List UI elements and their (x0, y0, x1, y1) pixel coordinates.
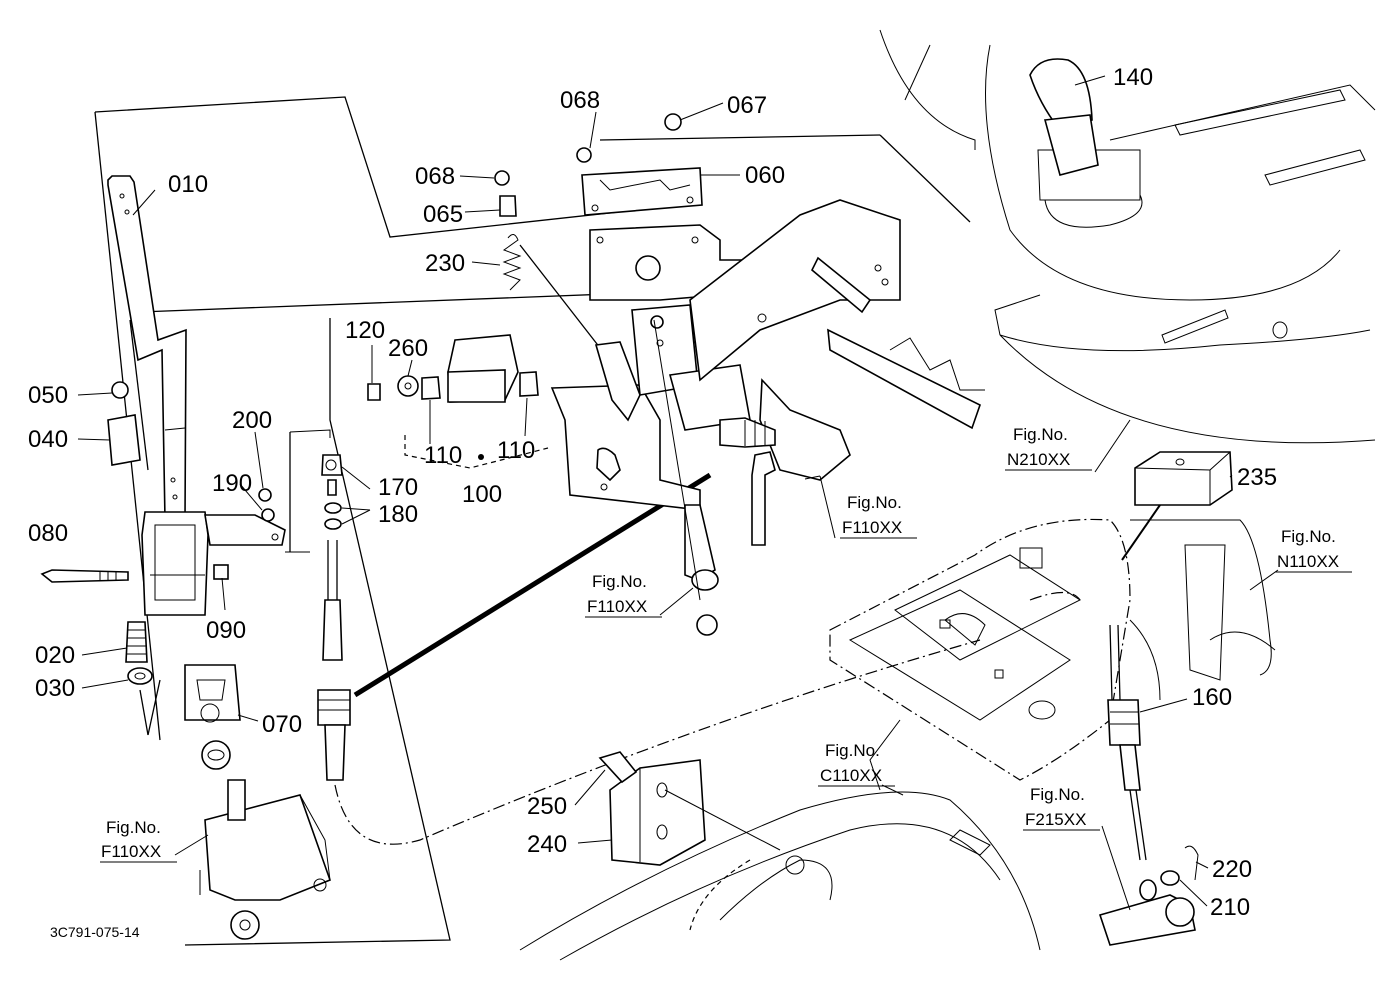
label-235: 235 (1237, 464, 1277, 491)
fig-ref-n110: N110XX (1277, 552, 1339, 571)
label-068-top: 068 (560, 87, 600, 114)
console-housing (879, 29, 1376, 444)
bracket-240 (598, 751, 781, 866)
label-200: 200 (232, 407, 272, 434)
label-060: 060 (745, 162, 785, 189)
figure-references: Fig.No. N210XX Fig.No. F110XX Fig.No. F1… (101, 425, 1339, 861)
part-labels: 010 140 068 067 068 060 065 230 120 260 … (28, 64, 1277, 921)
label-110-right: 110 (497, 437, 535, 464)
label-110-left: 110 (424, 442, 462, 469)
boundary-lines (94, 96, 971, 946)
main-bracket (550, 199, 985, 636)
fig-underlines (100, 469, 1352, 863)
label-050: 050 (28, 382, 68, 409)
fig-caption-f110-left: Fig.No. (106, 818, 161, 837)
fasteners-left (40, 381, 275, 736)
fig-ref-f110-left: F110XX (101, 842, 161, 861)
label-230: 230 (425, 250, 465, 277)
fig-caption-f215: Fig.No. (1030, 785, 1085, 804)
detent-assembly-100 (367, 334, 549, 469)
label-065: 065 (423, 201, 463, 228)
label-120: 120 (345, 317, 385, 344)
label-160: 160 (1192, 684, 1232, 711)
label-180: 180 (378, 501, 418, 528)
gear-lever-010 (107, 175, 286, 616)
label-068-left: 068 (415, 163, 455, 190)
fig-caption-f110-mid: Fig.No. (592, 572, 647, 591)
label-250: 250 (527, 793, 567, 820)
label-170: 170 (378, 474, 418, 501)
label-260: 260 (388, 335, 428, 362)
label-067: 067 (727, 92, 767, 119)
fig-caption-n210: Fig.No. (1013, 425, 1068, 444)
label-210: 210 (1210, 894, 1250, 921)
leader-lines (77, 75, 1279, 911)
label-140: 140 (1113, 64, 1153, 91)
floor-platform (519, 518, 1276, 961)
label-240: 240 (527, 831, 567, 858)
label-070: 070 (262, 711, 302, 738)
label-010: 010 (168, 171, 208, 198)
label-020: 020 (35, 642, 75, 669)
fig-ref-f110-mid: F110XX (587, 597, 647, 616)
label-090: 090 (206, 617, 246, 644)
fig-caption-c110: Fig.No. (825, 741, 880, 760)
fig-ref-n210: N210XX (1007, 450, 1070, 469)
drawing-code: 3C791-075-14 (50, 924, 140, 940)
fig-ref-f110-center: F110XX (842, 518, 902, 537)
block-235 (1121, 451, 1233, 561)
label-220: 220 (1212, 856, 1252, 883)
fig-caption-f110-center: Fig.No. (847, 493, 902, 512)
label-190: 190 (212, 470, 252, 497)
fig-ref-f215: F215XX (1025, 810, 1086, 829)
label-030: 030 (35, 675, 75, 702)
cable-assembly (285, 429, 981, 845)
label-080: 080 (28, 520, 68, 547)
cable-160 (1098, 624, 1199, 946)
fig-ref-c110: C110XX (820, 766, 882, 785)
label-040: 040 (28, 426, 68, 453)
bracket-070 (184, 664, 332, 940)
label-100: 100 (462, 481, 502, 508)
fig-caption-n110: Fig.No. (1281, 527, 1336, 546)
